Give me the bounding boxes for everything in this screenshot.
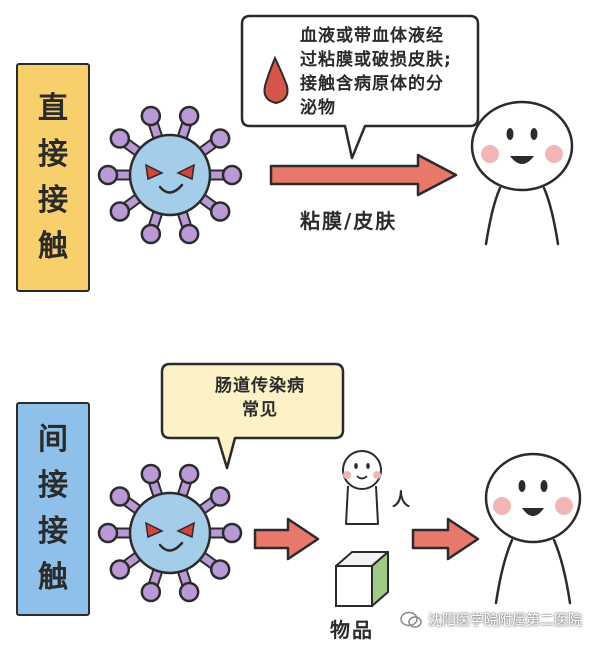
- virus-spike-knob: [140, 223, 162, 245]
- virus-spike-knob: [97, 164, 119, 186]
- direct-contact-label: 直 接 接 触: [16, 63, 90, 292]
- person-direct-icon: [470, 100, 574, 246]
- indirect-label-char: 触: [38, 560, 68, 595]
- virus-spike-knob: [109, 201, 131, 222]
- virus-spike-knob: [140, 463, 162, 485]
- direct-label-char: 接: [38, 182, 68, 218]
- direct-arrow-caption: 粘膜/皮肤: [300, 209, 398, 233]
- indirect-bubble-text: 肠道传染病 常见: [190, 374, 330, 422]
- indirect-bubble-line: 肠道传染病: [215, 376, 305, 396]
- direct-arrow-icon: [269, 153, 458, 197]
- direct-bubble-line: 血液或带血体液经: [300, 26, 444, 46]
- virus-spike-knob: [109, 128, 131, 149]
- indirect-arrow-1-icon: [253, 517, 320, 561]
- virus-spike-knob: [109, 559, 131, 580]
- virus-spike-knob: [209, 559, 231, 580]
- virus-spike-knob: [178, 463, 200, 485]
- virus-spike-knob: [209, 128, 231, 149]
- object-label: 物品: [330, 618, 374, 642]
- watermark: 沈阳医学院附属第二医院: [400, 610, 582, 630]
- virus-direct-icon: [97, 105, 243, 245]
- indirect-label-char: 接: [38, 514, 68, 549]
- blood-drop-icon: [263, 55, 289, 105]
- direct-bubble-text: 血液或带血体液经 过粘膜或破损皮肤; 接触含病原体的分 泌物: [300, 24, 452, 120]
- virus-indirect-icon: [97, 463, 243, 603]
- virus-spike-knob: [209, 486, 231, 507]
- virus-spike-knob: [178, 223, 200, 245]
- direct-bubble-line: 泌物: [300, 98, 336, 118]
- small-person-icon: [342, 450, 382, 525]
- direct-bubble-line: 过粘膜或破损皮肤;: [300, 50, 452, 70]
- indirect-arrow-2-icon: [411, 517, 480, 561]
- wechat-logo-icon: [400, 611, 422, 628]
- virus-spike-knob: [178, 581, 200, 603]
- virus-spike-knob: [109, 486, 131, 507]
- direct-label-char: 触: [38, 228, 68, 264]
- person-indirect-icon: [484, 452, 582, 605]
- virus-spike-knob: [97, 522, 119, 544]
- direct-label-char: 接: [38, 136, 68, 172]
- object-box-icon: [335, 551, 389, 607]
- virus-spike-knob: [209, 201, 231, 222]
- virus-spike-knob: [221, 522, 243, 544]
- indirect-bubble-line: 常见: [242, 400, 278, 420]
- virus-spike-knob: [140, 581, 162, 603]
- virus-spike-knob: [140, 105, 162, 127]
- indirect-label-char: 接: [38, 468, 68, 503]
- virus-spike-knob: [178, 105, 200, 127]
- indirect-label-char: 间: [38, 422, 68, 457]
- watermark-text: 沈阳医学院附属第二医院: [428, 613, 582, 629]
- indirect-contact-label: 间 接 接 触: [16, 402, 90, 616]
- direct-label-char: 直: [38, 90, 68, 126]
- virus-spike-knob: [221, 164, 243, 186]
- direct-bubble-line: 接触含病原体的分: [300, 74, 444, 94]
- person-label: 人: [392, 490, 412, 511]
